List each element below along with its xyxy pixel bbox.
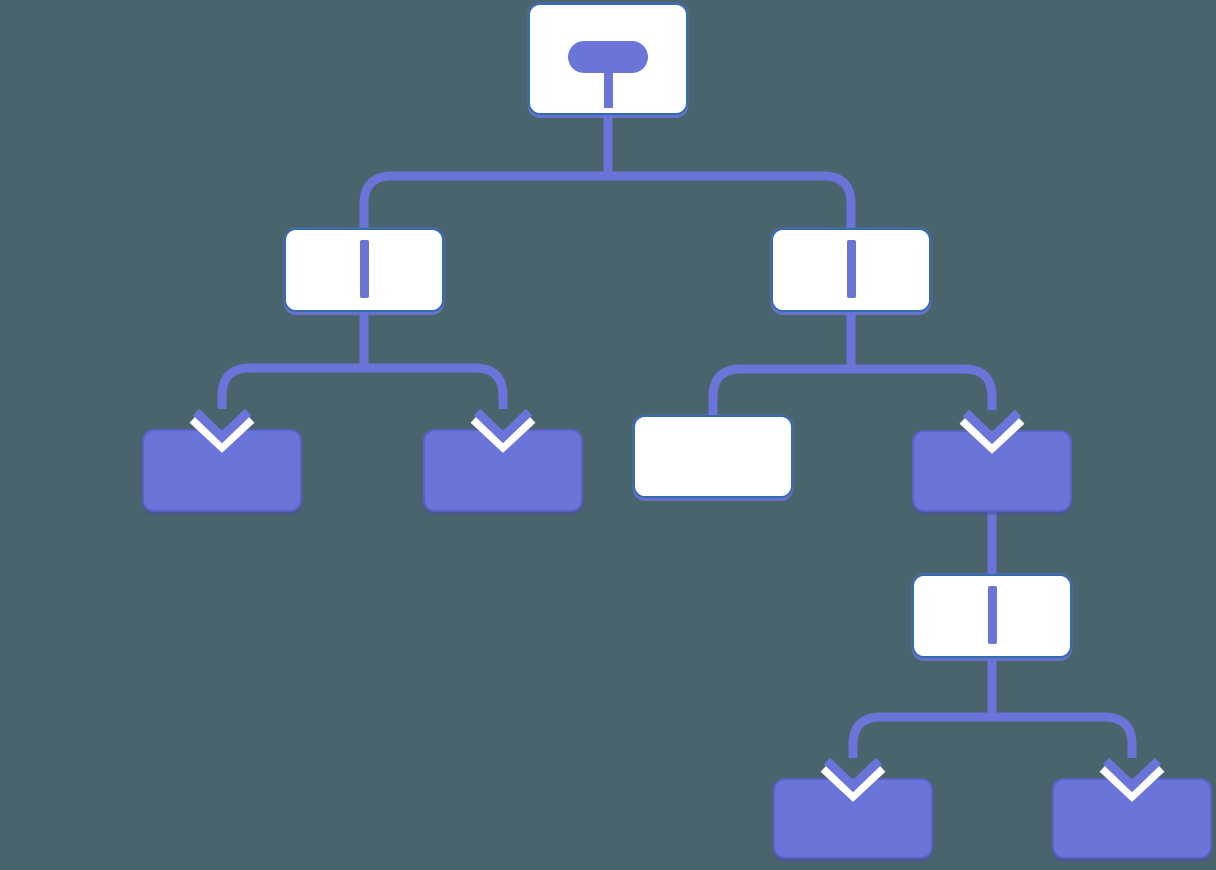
root-node-pill-icon [568,41,648,73]
leaf-node-3[interactable] [912,430,1072,512]
branch-node-right[interactable] [771,228,931,312]
root-node[interactable] [528,3,688,115]
pass-through-line [987,586,997,644]
pass-through-line [359,240,369,298]
pass-through-line [846,240,856,298]
leaf-node-4[interactable] [773,778,933,859]
leaf-node-2[interactable] [423,429,583,512]
empty-node[interactable] [633,415,793,498]
leaf-node-1[interactable] [142,429,302,512]
root-node-stem [603,72,613,108]
leaf-node-5[interactable] [1052,778,1212,859]
branch-node-left[interactable] [284,228,444,312]
branch-node-lower[interactable] [912,574,1072,658]
